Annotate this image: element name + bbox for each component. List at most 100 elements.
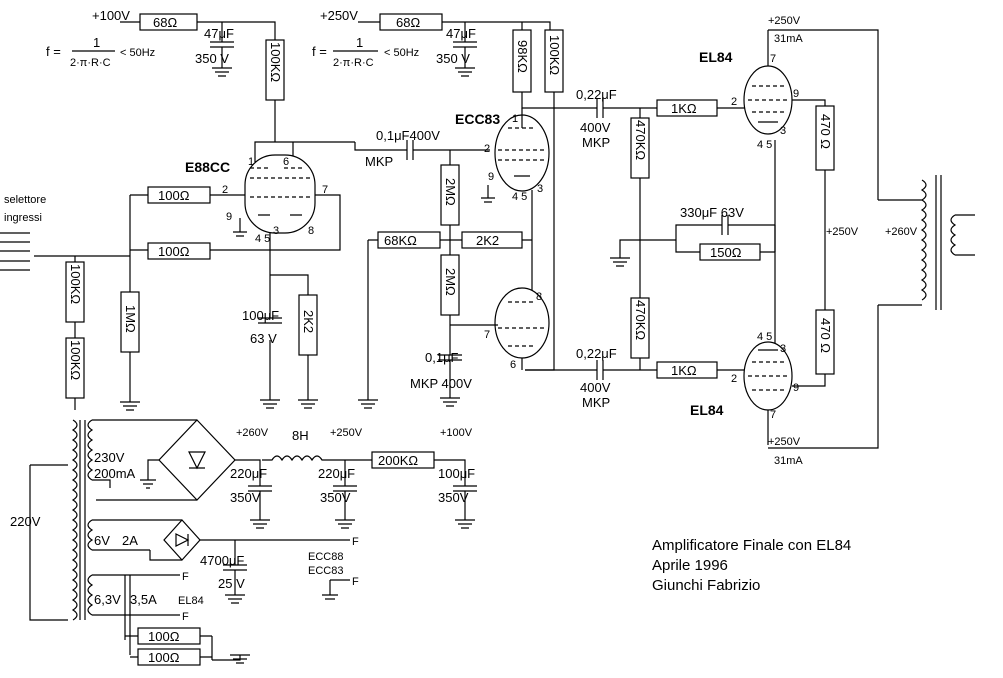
- cap-100b-voltage: 350V: [438, 490, 469, 505]
- cap-022b-label: 0,22μF: [576, 346, 617, 361]
- supply-100v-label: +100V: [92, 8, 130, 23]
- resistor-100-h2-label: 100Ω: [148, 650, 180, 665]
- ecc83-pin3: 3: [537, 183, 543, 195]
- e88cc-pin3: 3: [273, 225, 279, 237]
- cap-01a-type: MKP: [365, 154, 393, 169]
- secondary-6v-current: 2A: [122, 533, 138, 548]
- resistor-2k2-b: [298, 294, 318, 356]
- signature-author: Giunchi Fabrizio: [652, 577, 760, 594]
- resistor-470-a: [815, 105, 835, 171]
- ecc83-pin6: 6: [510, 359, 516, 371]
- formula-num: 1: [93, 35, 100, 50]
- e88cc-pin2: 2: [222, 184, 228, 196]
- ecc83-pin45: 4 5: [512, 191, 527, 203]
- cap-220b-label: 220μF: [318, 466, 355, 481]
- el84-top-pin45: 4 5: [757, 139, 772, 151]
- resistor-2m-b-label: 2MΩ: [443, 268, 458, 296]
- cap-100-label: 100μF: [242, 308, 279, 323]
- filament-f4: F: [182, 611, 189, 623]
- resistor-100-g2-label: 100Ω: [158, 244, 190, 259]
- formula-f-2: f =: [312, 44, 327, 59]
- tube-el84-bottom: EL84 7 2 9 4 5 3 +250V 31mA 470 Ω: [690, 305, 879, 467]
- cutoff-formula-left: f = 1 2·π·R·C < 50Hz: [46, 35, 155, 69]
- cap-022b-type: MKP: [582, 395, 610, 410]
- resistor-1k-a-label: 1KΩ: [671, 101, 697, 116]
- cathode-network: 330μF 63V 150Ω: [640, 140, 776, 355]
- e88cc-pin8: 8: [308, 225, 314, 237]
- cap-01b-voltage: MKP 400V: [410, 376, 472, 391]
- ecc83-pin1: 1: [512, 113, 518, 125]
- cap-330-label: 330μF 63V: [680, 205, 744, 220]
- resistor-470k-a: [630, 117, 650, 179]
- el84-bottom-pin3: 3: [780, 343, 786, 355]
- resistor-470-b: [815, 309, 835, 375]
- e88cc-pin9: 9: [226, 211, 232, 223]
- resistor-68k-label: 68KΩ: [384, 233, 417, 248]
- el84-top-pin3: 3: [780, 125, 786, 137]
- resistor-150: [699, 243, 761, 261]
- cap-220b-voltage: 350V: [320, 490, 351, 505]
- coupling-cap-01a: 0,1μF400V MKP: [354, 128, 490, 169]
- e88cc-pin7: 7: [322, 184, 328, 196]
- choke-label: 8H: [292, 428, 309, 443]
- signature-title: Amplificatore Finale con EL84: [652, 537, 851, 554]
- resistor-2m-a-label: 2MΩ: [443, 178, 458, 206]
- resistor-1m-label: 1MΩ: [123, 305, 138, 333]
- resistor-470k-b-label: 470KΩ: [633, 300, 648, 340]
- ecc83-label: ECC83: [455, 111, 500, 127]
- e88cc-pin6: 6: [283, 156, 289, 168]
- formula-f: f =: [46, 44, 61, 59]
- cap-47-a-voltage: 350 V: [195, 51, 229, 66]
- resistor-470-a-label: 470 Ω: [818, 114, 833, 149]
- ecc83-pin9: 9: [488, 171, 494, 183]
- el84-top-supply: +250V: [768, 15, 801, 27]
- resistor-100k-in2-label: 100KΩ: [68, 340, 83, 380]
- secondary-6v: 6V: [94, 533, 110, 548]
- ecc83-heater-label: ECC83: [308, 565, 343, 577]
- el84-bottom-current: 31mA: [774, 455, 803, 467]
- secondary-hv: 230V: [94, 450, 125, 465]
- formula-cond-2: < 50Hz: [384, 47, 419, 59]
- resistor-100-g1: [147, 186, 211, 204]
- el84-bottom-pin7: 7: [770, 409, 776, 421]
- ecc83-pin8: 8: [536, 291, 542, 303]
- filament-f3: F: [182, 571, 189, 583]
- cap-47-b-voltage: 350 V: [436, 51, 470, 66]
- resistor-2m-a: [440, 164, 460, 226]
- ecc83-pin2: 2: [484, 143, 490, 155]
- filament-f1: F: [352, 536, 359, 548]
- resistor-200k-label: 200KΩ: [378, 453, 418, 468]
- signature-block: Amplificatore Finale con EL84 Aprile 199…: [652, 537, 851, 594]
- ecc83-pin7: 7: [484, 329, 490, 341]
- resistor-68k: [377, 231, 441, 249]
- power-supply: 220V 230V 200mA +260V 8H 220μF 350V +250…: [10, 419, 477, 666]
- supply-260v-label: +260V: [236, 427, 269, 439]
- resistor-100-h1: [137, 627, 201, 645]
- resistor-2k2-b-label: 2K2: [301, 310, 316, 333]
- input-stage-supply: +100V 68Ω 47μF 350 V 100KΩ: [92, 8, 355, 162]
- supply-250v-b-label: +250V: [330, 427, 363, 439]
- screen-supply: +250V: [826, 226, 859, 238]
- cap-01b-label: 0,1μF: [425, 350, 459, 365]
- e88cc-grid-network: 100Ω 100Ω 1MΩ 100μF 63 V 2K2: [120, 186, 341, 411]
- resistor-1k-b-label: 1KΩ: [671, 363, 697, 378]
- resistor-470k-a-label: 470KΩ: [633, 120, 648, 160]
- ecc83-bias-network: 2MΩ 2MΩ 68KΩ 2K2 0,1μF MKP 400V: [358, 150, 532, 409]
- tube-el84-top: EL84 7 2 9 4 5 3 +250V 31mA 470 Ω +250V: [699, 15, 879, 315]
- secondary-63v-current: 3,5A: [130, 592, 157, 607]
- resistor-98k-label: 98KΩ: [515, 40, 530, 73]
- cap-220a-label: 220μF: [230, 466, 267, 481]
- filament-f2: F: [352, 576, 359, 588]
- tube-ecc83: ECC83 1 2 9 4 5 3 8 7 6: [455, 108, 550, 371]
- resistor-68-a: [139, 13, 198, 31]
- el84-bottom-label: EL84: [690, 402, 724, 418]
- tube-e88cc: E88CC 1 6 2 7 9 4 5 3 8: [185, 154, 328, 245]
- resistor-100-g1-label: 100Ω: [158, 188, 190, 203]
- selector-label: selettore: [4, 194, 46, 206]
- secondary-hv-current: 200mA: [94, 466, 136, 481]
- el84-bottom-pin2: 2: [731, 373, 737, 385]
- secondary-63v: 6,3V: [94, 592, 121, 607]
- resistor-68-a-label: 68Ω: [153, 15, 177, 30]
- supply-250v-a: +250V: [320, 8, 358, 23]
